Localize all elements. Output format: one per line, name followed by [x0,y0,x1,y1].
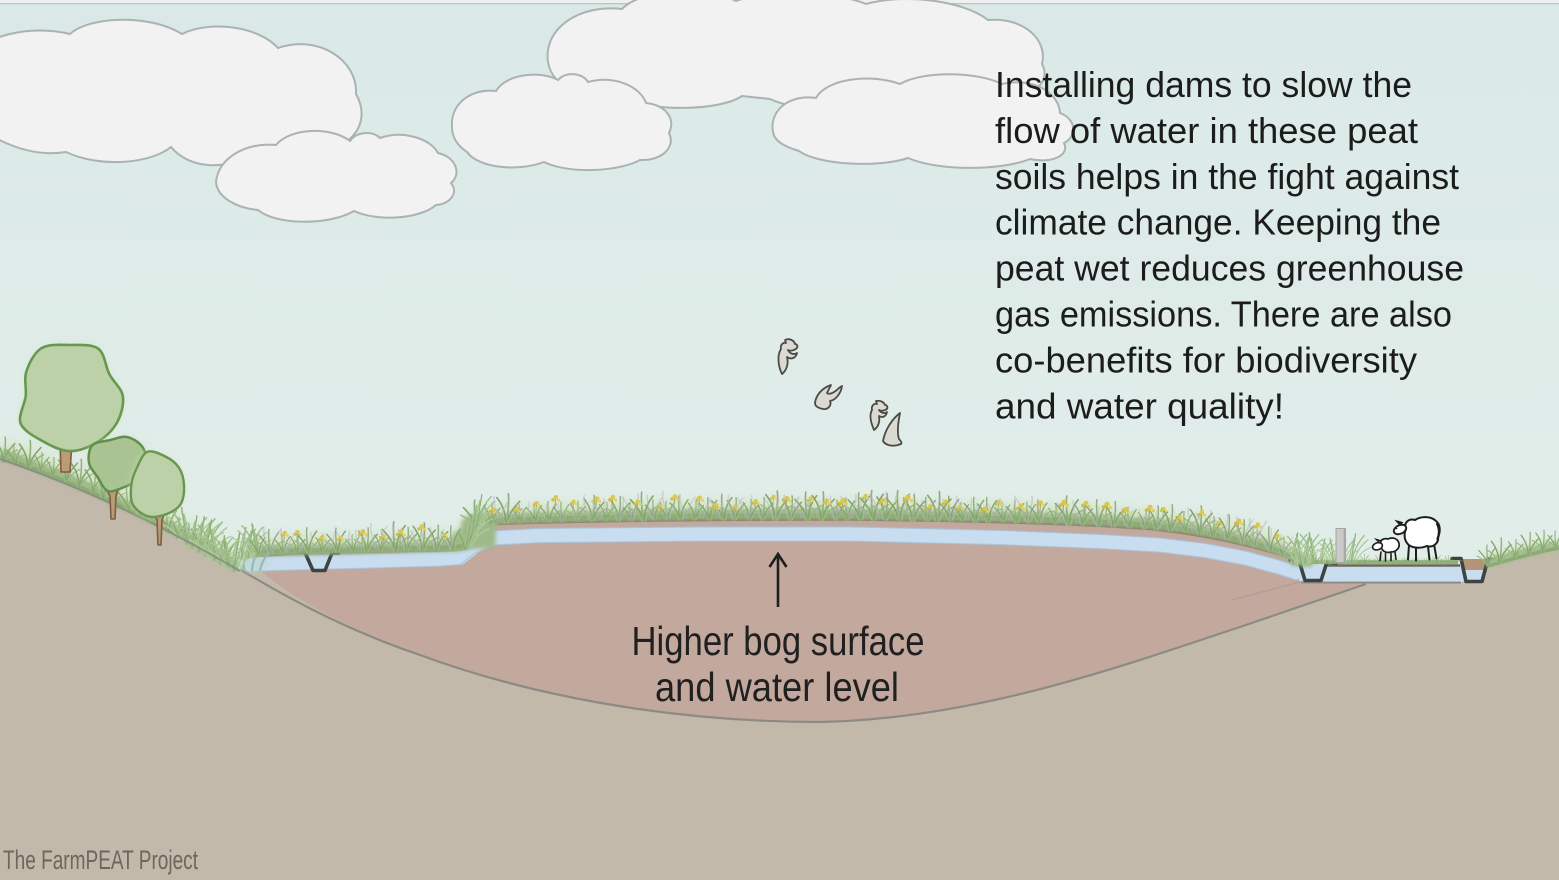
svg-text:Installing dams to slow the: Installing dams to slow the [995,64,1412,105]
svg-text:gas emissions. There are also: gas emissions. There are also [995,294,1452,335]
svg-text:and water level: and water level [655,664,899,710]
svg-text:soils helps in the fight again: soils helps in the fight against [995,156,1459,197]
svg-text:flow of water in these peat: flow of water in these peat [995,110,1418,151]
svg-text:Higher bog surface: Higher bog surface [632,618,925,664]
svg-text:and water quality!: and water quality! [995,385,1284,426]
svg-text:co-benefits for biodiversity: co-benefits for biodiversity [995,339,1417,380]
svg-text:climate change. Keeping the: climate change. Keeping the [995,202,1441,243]
svg-text:peat wet reduces greenhouse: peat wet reduces greenhouse [995,248,1464,289]
svg-text:The FarmPEAT Project: The FarmPEAT Project [3,845,198,875]
